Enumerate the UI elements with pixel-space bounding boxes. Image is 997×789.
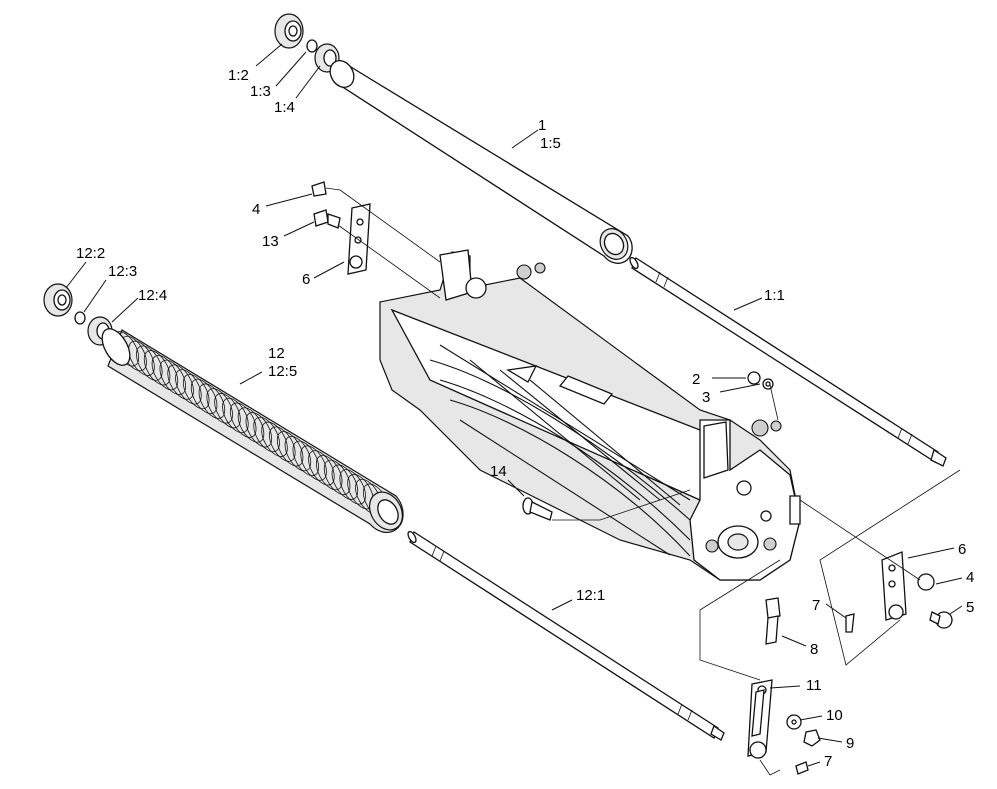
callout-4-top: 4 — [252, 201, 260, 218]
roller-groove — [128, 340, 155, 376]
bolt-13 — [313, 209, 341, 229]
callout-6-right: 6 — [958, 541, 966, 558]
callout-6-top: 6 — [302, 271, 310, 288]
rear-grooved-roller — [101, 328, 404, 533]
callout-7-bottom: 7 — [824, 753, 832, 770]
screw-4-top — [311, 181, 341, 197]
rear-roller-assembly — [43, 283, 725, 741]
reel-blades — [429, 344, 691, 557]
roller-groove — [198, 383, 226, 419]
callout-14: 14 — [490, 463, 507, 480]
callout-1-1: 1:1 — [764, 287, 785, 304]
nut-2 — [747, 371, 761, 385]
callout-12-4: 12:4 — [138, 287, 167, 304]
callout-labels: 1:2 1:3 1:4 1 1:5 1:1 4 13 6 12:2 12:3 1… — [76, 67, 974, 770]
roller-groove — [206, 388, 233, 424]
roller-groove — [229, 402, 257, 438]
reel-cutting-unit — [379, 249, 801, 581]
adjuster-stud-8 — [765, 597, 781, 645]
hardware-parts — [311, 181, 953, 775]
screw-7-bottom — [795, 761, 809, 775]
roller-groove — [167, 364, 194, 400]
front-roller-tube — [329, 60, 633, 264]
roller-groove — [261, 421, 288, 457]
roller-groove — [222, 397, 249, 434]
front-roller-seal-ring — [306, 39, 318, 53]
callout-3: 3 — [702, 389, 710, 406]
callout-1-3: 1:3 — [250, 83, 271, 100]
reel-bearing-housing-right — [789, 495, 801, 525]
roller-groove — [245, 412, 273, 448]
callout-7-mid: 7 — [812, 597, 820, 614]
roller-groove — [339, 469, 366, 505]
height-bracket-right — [703, 419, 782, 479]
washer-3 — [762, 378, 774, 390]
callout-12-3: 12:3 — [108, 263, 137, 280]
callout-12-2: 12:2 — [76, 245, 105, 262]
adjuster-link-11 — [747, 679, 773, 759]
callout-1-4: 1:4 — [274, 99, 295, 116]
roller-groove — [190, 378, 218, 414]
roller-groove — [253, 416, 280, 453]
roller-groove — [175, 369, 202, 405]
callout-1-5: 1:5 — [540, 135, 561, 152]
callout-11: 11 — [806, 677, 822, 694]
rear-roller-shaft — [407, 530, 725, 741]
roller-groove — [315, 455, 343, 491]
roller-groove — [300, 445, 327, 481]
washer-10 — [786, 714, 802, 730]
leader-lines — [65, 43, 963, 767]
bolt-14 — [522, 497, 553, 521]
roller-groove — [214, 393, 241, 429]
callout-2: 2 — [692, 371, 700, 388]
bolt-5 — [929, 611, 953, 629]
roller-groove — [151, 355, 179, 391]
roller-groove — [159, 359, 187, 395]
roller-groove — [136, 345, 163, 381]
callout-1-2: 1:2 — [228, 67, 249, 84]
nut-9 — [803, 729, 821, 747]
plate-6-top — [347, 203, 371, 275]
callout-12-5: 12:5 — [268, 363, 297, 380]
callout-12-1: 12:1 — [576, 587, 605, 604]
roller-groove — [276, 431, 304, 467]
front-roller-shaft — [629, 256, 947, 467]
roller-groove — [237, 407, 265, 443]
front-roller-assembly — [274, 13, 947, 467]
callout-1: 1 — [538, 117, 546, 134]
screw-7-mid — [845, 613, 855, 633]
callout-4-right: 4 — [966, 569, 974, 586]
front-roller-bearing-outer — [274, 13, 304, 49]
reel-frame-plate — [558, 375, 614, 405]
callout-5: 5 — [966, 599, 974, 616]
roller-groove — [269, 426, 296, 462]
plate-6-right — [881, 551, 907, 621]
rear-roller-seal-ring — [74, 311, 86, 325]
callout-8: 8 — [810, 641, 818, 658]
callout-13: 13 — [262, 233, 279, 250]
screw-4-right — [917, 573, 935, 591]
callout-12: 12 — [268, 345, 285, 362]
assembly-guide-lines — [337, 189, 961, 776]
roller-groove — [143, 350, 171, 386]
roller-groove — [323, 459, 351, 495]
height-bracket-top — [439, 249, 546, 301]
rear-roller-bearing-outer — [43, 283, 73, 317]
roller-groove — [308, 450, 335, 486]
roller-groove — [292, 440, 320, 476]
roller-groove — [182, 374, 210, 410]
warning-label — [506, 365, 538, 383]
callout-9: 9 — [846, 735, 854, 752]
callout-10: 10 — [826, 707, 843, 724]
roller-groove — [331, 464, 359, 500]
roller-groove — [284, 436, 312, 472]
